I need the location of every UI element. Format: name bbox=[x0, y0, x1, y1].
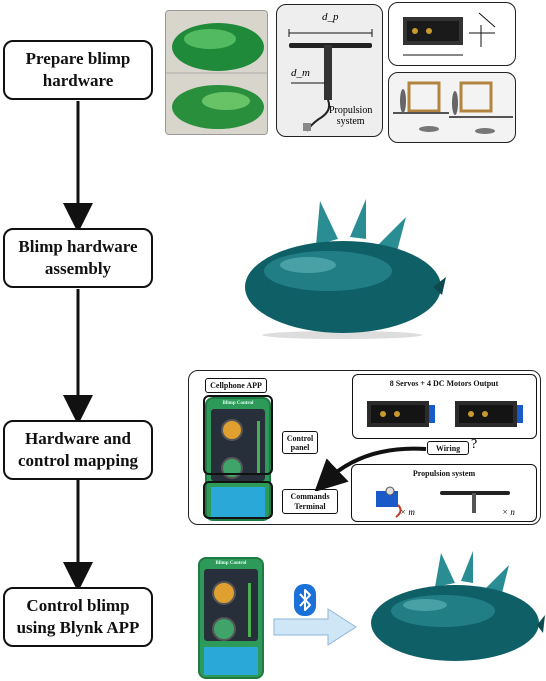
app-terminal-area bbox=[211, 487, 265, 517]
slider-track bbox=[257, 421, 260, 473]
wiring-arrow bbox=[314, 446, 427, 491]
dm-label: d_m bbox=[291, 67, 310, 79]
blynk-app-header: Blimp Control bbox=[215, 561, 247, 566]
blynk-led-orange-icon bbox=[212, 581, 236, 605]
controlled-blimp bbox=[371, 551, 545, 661]
servos-motors-box: 8 Servos + 4 DC Motors Output bbox=[352, 374, 537, 439]
step-hardware-assembly: Blimp hardware assembly bbox=[3, 228, 153, 288]
dp-label: d_p bbox=[322, 11, 339, 23]
controller-board-diagram bbox=[388, 2, 516, 66]
commands-terminal-label: Commands Terminal bbox=[282, 489, 338, 514]
servo-count-label: × m bbox=[400, 507, 415, 517]
gondola-frame-diagram bbox=[388, 72, 516, 143]
blynk-slider-track bbox=[248, 583, 251, 637]
servos-motors-label: 8 Servos + 4 DC Motors Output bbox=[389, 379, 499, 388]
step-prepare-hardware: Prepare blimp hardware bbox=[3, 40, 153, 100]
control-panel-highlight bbox=[203, 395, 273, 475]
control-arrow bbox=[273, 608, 357, 646]
bluetooth-icon bbox=[294, 584, 316, 616]
led-orange-icon bbox=[221, 419, 243, 441]
propeller-diagram: d_p d_m Propulsion system bbox=[276, 4, 383, 137]
propulsion-system-title: Propulsion system bbox=[412, 469, 476, 478]
control-panel-label: Control panel bbox=[282, 431, 318, 454]
terminal-highlight bbox=[203, 481, 273, 519]
question-mark: ? bbox=[471, 437, 478, 452]
mapping-panel: Cellphone APP Blimp Control Control pane… bbox=[188, 370, 541, 525]
propulsion-system-label: Propulsion system bbox=[329, 105, 373, 127]
blynk-app-phone: Blimp Control bbox=[198, 557, 264, 679]
step-control-blimp: Control blimp using Blynk APP bbox=[3, 587, 153, 647]
blimp-envelope-photo bbox=[165, 10, 268, 135]
motor-count-label: × n bbox=[502, 507, 515, 517]
blynk-terminal-area bbox=[204, 647, 258, 675]
assembled-blimp bbox=[245, 199, 446, 339]
propulsion-system-box: Propulsion system × m × n bbox=[351, 464, 537, 522]
blynk-led-green-icon bbox=[212, 617, 236, 641]
step-control-mapping: Hardware and control mapping bbox=[3, 420, 153, 480]
app-header: Blimp Control bbox=[222, 401, 254, 406]
wiring-label: Wiring bbox=[427, 441, 469, 455]
cellphone-app-label: Cellphone APP bbox=[205, 378, 267, 393]
